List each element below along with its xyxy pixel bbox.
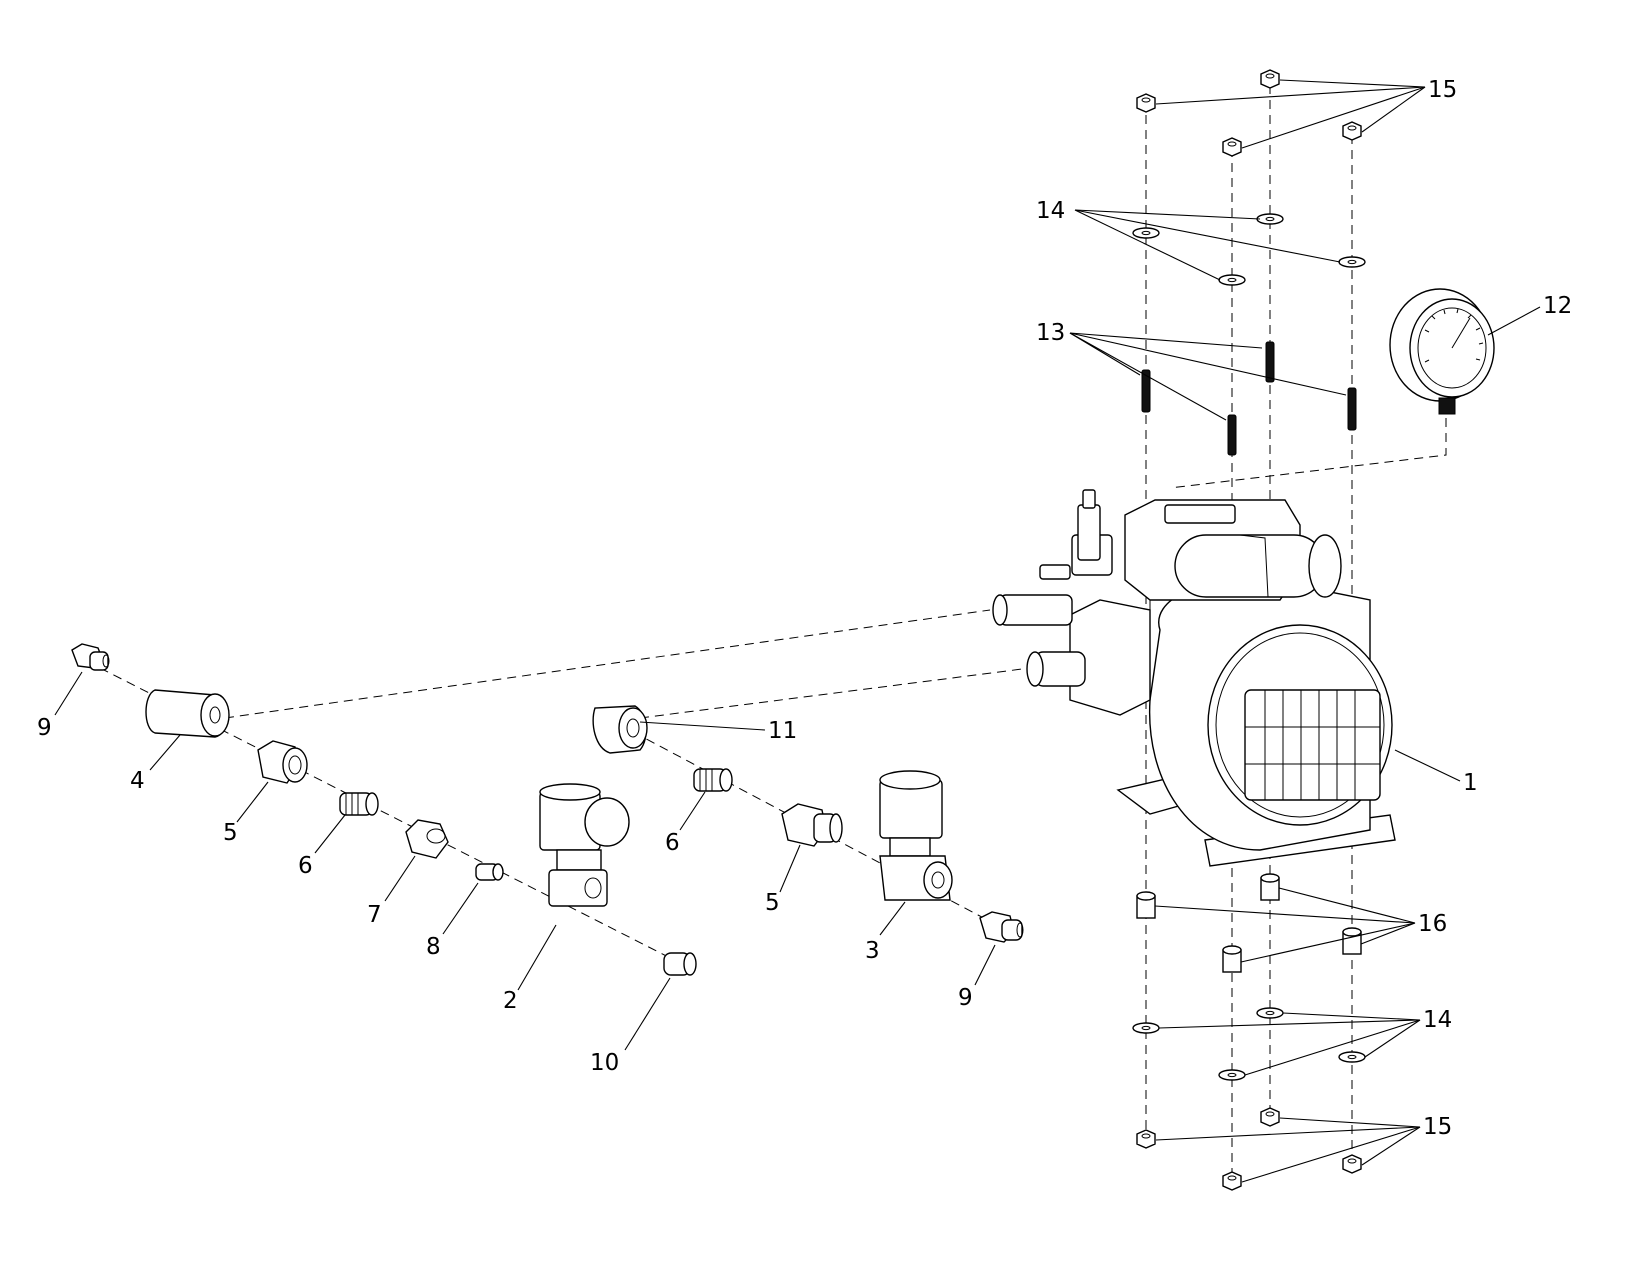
bottom-spacers — [1136, 873, 1362, 973]
callout-3: 3 — [865, 938, 880, 964]
callout-16: 16 — [1418, 911, 1447, 937]
callout-5-left: 5 — [223, 820, 238, 846]
bottom-washers — [1132, 1007, 1366, 1081]
callout-11: 11 — [768, 718, 797, 744]
callout-1: 1 — [1463, 770, 1478, 796]
top-washers — [1132, 213, 1366, 286]
callout-6-left: 6 — [298, 853, 313, 879]
callout-4: 4 — [130, 768, 145, 794]
pump-motor-assembly — [992, 489, 1396, 867]
callout-10: 10 — [590, 1050, 619, 1076]
left-fitting-chain — [71, 643, 697, 976]
callout-6-right: 6 — [665, 830, 680, 856]
callout-9-right: 9 — [958, 985, 973, 1011]
callout-2: 2 — [503, 988, 518, 1014]
callout-5-right: 5 — [765, 890, 780, 916]
callout-15-top: 15 — [1428, 77, 1457, 103]
callout-14-bottom: 14 — [1423, 1007, 1452, 1033]
callout-9-left: 9 — [37, 715, 52, 741]
callout-14-top: 14 — [1036, 198, 1065, 224]
callout-15-bottom: 15 — [1423, 1114, 1452, 1140]
threaded-studs — [1141, 341, 1357, 456]
callout-7: 7 — [367, 902, 382, 928]
callout-13: 13 — [1036, 320, 1065, 346]
solenoid-valve-3 — [879, 770, 953, 901]
right-fitting-chain — [592, 705, 1024, 943]
leader-lines — [54, 79, 1541, 1183]
callout-labels: 1 2 3 4 5 5 6 6 7 8 9 9 10 11 12 13 14 1… — [37, 77, 1572, 1140]
bottom-nuts — [1136, 1107, 1362, 1191]
callout-8: 8 — [426, 934, 441, 960]
callout-12: 12 — [1543, 293, 1572, 319]
pressure-gauge — [1389, 288, 1495, 415]
top-nuts — [1136, 69, 1362, 157]
solenoid-valve-2 — [539, 783, 630, 907]
